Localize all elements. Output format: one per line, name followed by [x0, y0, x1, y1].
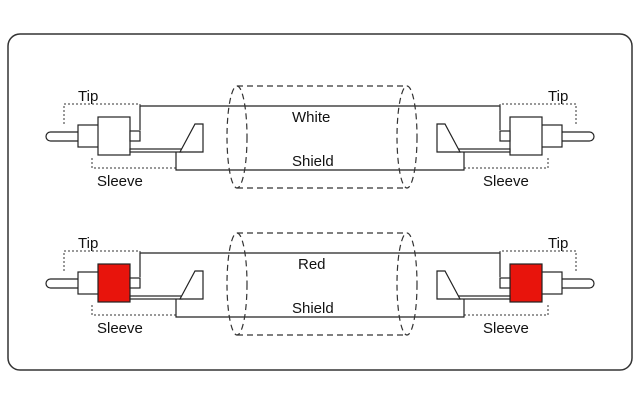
plug-body	[97, 116, 131, 156]
plug-tip-contact	[499, 277, 511, 289]
left-rca-plug	[45, 263, 204, 303]
right-sleeve-bracket	[463, 150, 549, 169]
left-rca-plug	[45, 116, 204, 156]
left-sleeve-label: Sleeve	[97, 320, 143, 337]
conductor-label: White	[292, 109, 330, 126]
plug-sleeve-tab	[178, 270, 204, 300]
plug-pin	[45, 278, 83, 289]
plug-pin	[45, 131, 83, 142]
plug-pin	[557, 278, 595, 289]
shield-wire	[175, 150, 465, 171]
plug-sleeve-rod	[457, 295, 511, 300]
shield-label: Shield	[292, 153, 334, 170]
conductor-label: Red	[298, 256, 326, 273]
left-sleeve-bracket	[91, 150, 177, 169]
right-rca-plug	[436, 116, 595, 156]
right-tip-label: Tip	[548, 235, 568, 252]
cable-jacket	[226, 232, 418, 336]
left-tip-label: Tip	[78, 88, 98, 105]
left-sleeve-label: Sleeve	[97, 173, 143, 190]
cable-top: Tip Sleeve Tip Sleeve White Shield	[45, 85, 595, 190]
plug-tip-contact	[129, 130, 141, 142]
right-rca-plug	[436, 263, 595, 303]
shield-label: Shield	[292, 300, 334, 317]
plug-pin	[557, 131, 595, 142]
plug-tip-contact	[129, 277, 141, 289]
conductor-wire	[139, 252, 501, 277]
cable-bottom: Tip Sleeve Tip Sleeve Red Shield	[45, 232, 595, 337]
shield-wire	[175, 297, 465, 318]
plug-body	[97, 263, 131, 303]
plug-sleeve-rod	[457, 148, 511, 153]
plug-sleeve-tab	[436, 270, 462, 300]
plug-sleeve-rod	[129, 295, 183, 300]
cable-jacket	[226, 85, 418, 189]
plug-body	[509, 263, 543, 303]
diagram-frame	[7, 33, 633, 371]
right-tip-label: Tip	[548, 88, 568, 105]
plug-body	[509, 116, 543, 156]
left-sleeve-bracket	[91, 297, 177, 316]
conductor-wire	[139, 105, 501, 130]
right-sleeve-label: Sleeve	[483, 320, 529, 337]
right-sleeve-label: Sleeve	[483, 173, 529, 190]
plug-sleeve-rod	[129, 148, 183, 153]
plug-sleeve-tab	[436, 123, 462, 153]
right-sleeve-bracket	[463, 297, 549, 316]
left-tip-label: Tip	[78, 235, 98, 252]
plug-sleeve-tab	[178, 123, 204, 153]
plug-tip-contact	[499, 130, 511, 142]
